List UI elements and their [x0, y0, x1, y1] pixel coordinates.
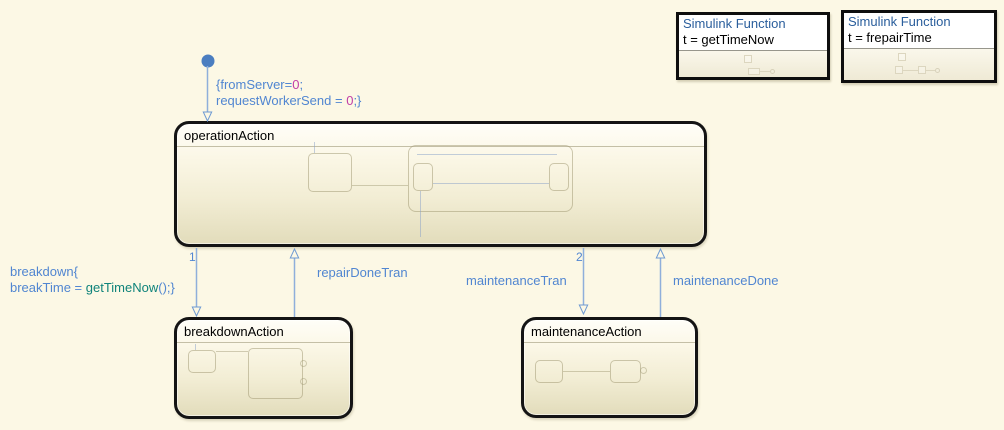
ghost-wire [903, 70, 918, 71]
ghost-transition-tick [314, 142, 315, 153]
ghost-port [935, 68, 940, 73]
state-breakdown-action[interactable]: breakdownAction [174, 317, 353, 419]
label-text: ();} [158, 280, 175, 295]
ghost-wire [926, 70, 935, 71]
transition-order-badge: 2 [576, 250, 583, 264]
ghost-transition [420, 191, 421, 237]
simulink-function-header: Simulink Function [848, 14, 951, 29]
label-text: ; [299, 77, 304, 92]
ghost-port [640, 367, 647, 374]
ghost-connector [563, 371, 610, 372]
default-transition-dot[interactable] [201, 54, 215, 68]
simulink-function-frepair-time[interactable]: Simulink Function t = frepairTime [841, 10, 997, 83]
label-text: breakTime = [10, 280, 86, 295]
simulink-function-header: Simulink Function [683, 16, 786, 31]
state-title[interactable]: operationAction [177, 124, 704, 147]
transition-order-badge: 1 [189, 250, 196, 264]
ghost-port [300, 378, 307, 385]
state-title[interactable]: maintenanceAction [524, 320, 695, 343]
ghost-transition [417, 154, 557, 155]
simulink-function-signature[interactable]: t = getTimeNow [683, 32, 774, 47]
ghost-port [770, 69, 775, 74]
transition-repair-done[interactable] [289, 247, 300, 317]
ghost-block [744, 55, 752, 63]
label-literal: 0 [346, 93, 354, 108]
label-text: breakdown{ [10, 264, 78, 279]
ghost-block [918, 66, 926, 74]
label-function-call: getTimeNow [85, 280, 159, 295]
ghost-block [895, 66, 903, 74]
ghost-block [748, 68, 760, 75]
simulink-function-preview [844, 48, 994, 80]
default-transition[interactable] [201, 54, 215, 123]
ghost-superstate [408, 145, 573, 212]
state-maintenance-action[interactable]: maintenanceAction [521, 317, 698, 418]
default-transition-label[interactable]: {fromServer=0; requestWorkerSend = 0;} [216, 77, 361, 109]
ghost-substate [413, 163, 433, 191]
ghost-substate [610, 360, 641, 383]
ghost-transition-tick [195, 344, 196, 350]
ghost-port [300, 360, 307, 367]
transition-maintenance-done[interactable] [655, 247, 666, 317]
simulink-function-get-time-now[interactable]: Simulink Function t = getTimeNow [676, 12, 830, 80]
label-text: ;} [353, 93, 362, 108]
simulink-function-signature[interactable]: t = frepairTime [848, 30, 932, 45]
repair-done-transition-label[interactable]: repairDoneTran [317, 265, 408, 280]
state-operation-action[interactable]: operationAction [174, 121, 707, 247]
ghost-wire [760, 71, 770, 72]
breakdown-transition-label[interactable]: breakdown{ breakTime = getTimeNow();} [10, 264, 175, 296]
maintenance-transition-label[interactable]: maintenanceTran [466, 273, 567, 288]
ghost-block [898, 53, 906, 61]
state-title[interactable]: breakdownAction [177, 320, 350, 343]
label-text: {fromServer= [216, 77, 293, 92]
ghost-substate [549, 163, 569, 191]
ghost-substate [535, 360, 563, 383]
maintenance-done-transition-label[interactable]: maintenanceDone [673, 273, 779, 288]
ghost-substate [308, 153, 352, 192]
ghost-connector [216, 351, 248, 352]
label-text: requestWorkerSend = [216, 93, 347, 108]
ghost-substate [248, 348, 303, 399]
ghost-transition [433, 183, 549, 184]
label-literal: 0 [292, 77, 300, 92]
simulink-function-preview [679, 50, 827, 77]
ghost-substate [188, 350, 216, 373]
ghost-connector [352, 185, 408, 186]
